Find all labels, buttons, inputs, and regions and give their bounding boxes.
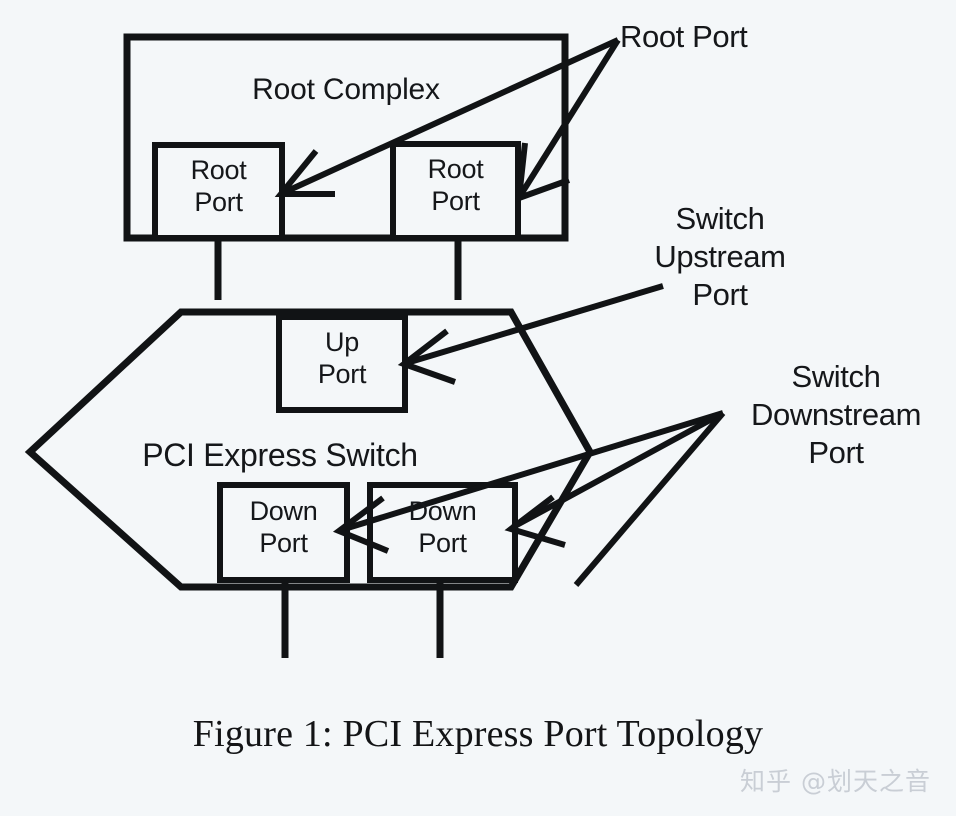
figure-caption: Figure 1: PCI Express Port Topology <box>192 713 764 755</box>
rootport-leader-1 <box>283 37 620 195</box>
downstream-arrowhead-2 <box>504 494 566 548</box>
down-port-box-1 <box>217 482 350 583</box>
downstream-arrowhead-1 <box>332 495 390 554</box>
up-port-box <box>276 314 408 413</box>
watermark-text: 知乎 @划天之音 <box>740 767 931 796</box>
upstream-arrowhead <box>397 328 456 385</box>
root-port-box-2 <box>390 141 521 241</box>
rootport-leader-2 <box>517 38 621 198</box>
downstream-leader-2 <box>511 410 725 530</box>
rootport-arrowhead-1 <box>274 149 335 197</box>
downstream-leader-3 <box>573 411 726 587</box>
downstream-leader-1 <box>340 410 724 533</box>
root-port-box-1 <box>152 142 285 241</box>
upstream-leader <box>409 283 664 365</box>
rootport-arrowhead-2 <box>515 142 571 203</box>
